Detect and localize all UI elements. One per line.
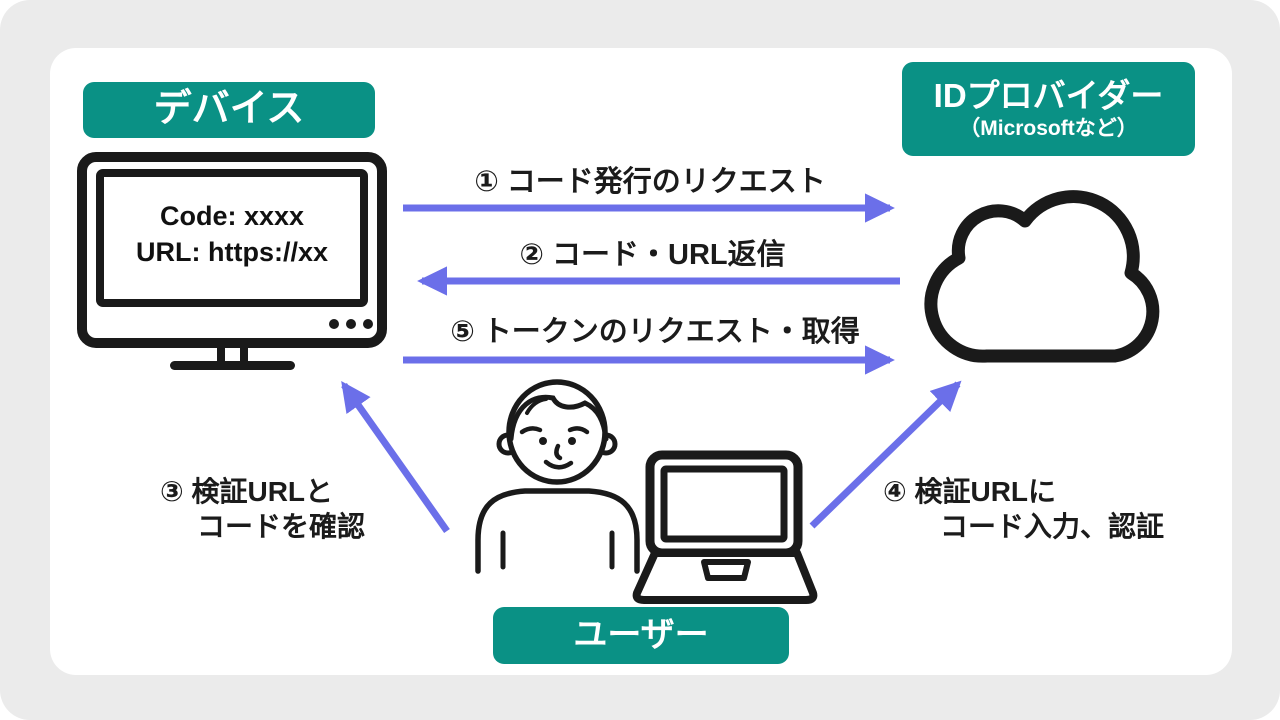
step3-line2: コードを確認 (197, 511, 366, 542)
step3-line1: ③ 検証URLと (160, 476, 334, 507)
step1-label: ① コード発行のリクエスト (474, 166, 826, 198)
user-label: ユーザー (573, 615, 709, 654)
device-label: デバイス (153, 88, 305, 131)
person-icon (475, 379, 640, 574)
device-badge: デバイス (83, 82, 375, 138)
arrow-step3-check (341, 380, 450, 534)
monitor-icon (77, 152, 387, 370)
cloud-icon (924, 190, 1160, 363)
laptop-icon (632, 450, 818, 604)
step4-label: ④ 検証URLに コード入力、認証 (883, 474, 1164, 544)
provider-label: IDプロバイダー (933, 76, 1164, 114)
user-badge: ユーザー (493, 607, 789, 664)
device-screen-url: URL: https://xx (136, 237, 328, 267)
step2-label: ② コード・URL返信 (519, 239, 786, 271)
step5-label: ⑤ トークンのリクエスト・取得 (450, 316, 860, 348)
step4-line2: コード入力、認証 (940, 511, 1165, 542)
provider-badge: IDプロバイダー （Microsoftなど） (902, 62, 1195, 156)
device-screen-code: Code: xxxx (159, 201, 305, 231)
provider-sublabel: （Microsoftなど） (959, 116, 1138, 140)
arrow-step4-auth (809, 380, 962, 529)
step4-line1: ④ 検証URLに (883, 476, 1057, 507)
step3-label: ③ 検証URLと コードを確認 (160, 474, 365, 544)
device-screen-text: Code: xxxx URL: https://xx (100, 198, 364, 270)
